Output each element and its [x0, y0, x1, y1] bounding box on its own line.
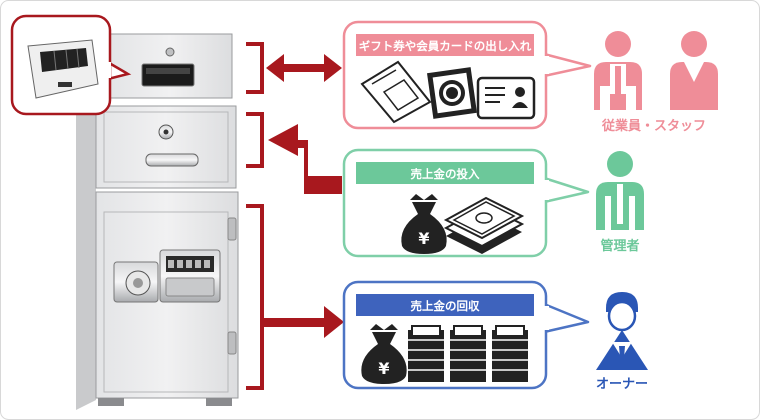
bubble-deposit-title-bar: [356, 162, 534, 184]
bubble-collect-title-bar: [356, 294, 534, 316]
middle-drawer-handle: [145, 153, 199, 167]
bubble-gift-title-bar: [356, 34, 534, 56]
bubble-deposit-title: 売上金の投入: [411, 167, 480, 181]
bracket-lower: [246, 204, 264, 390]
drawer-inset: [10, 14, 132, 116]
bubble-gift-title: ギフト券や会員カードの出し入れ: [359, 39, 532, 53]
owner-label: オーナー: [596, 377, 648, 392]
middle-drawer-panel: [103, 111, 229, 183]
safe: [76, 32, 239, 410]
hinge-bottom: [227, 331, 237, 355]
manager-label: 管理者: [600, 238, 639, 254]
owner-person-icon: [596, 292, 648, 370]
top-slot-handle: [141, 63, 195, 87]
inset-tray: [40, 48, 88, 72]
middle-drawer: [95, 105, 237, 189]
svg-text:¥: ¥: [418, 229, 429, 248]
bubble-collect-title: 売上金の回収: [411, 299, 480, 313]
banknote-stacks-icon: [408, 325, 528, 382]
top-slot-inner: [146, 68, 190, 74]
inset-drawer-handle: [58, 82, 72, 87]
safe-foot-left: [98, 398, 124, 406]
keypad-handle: [165, 277, 215, 297]
staff-person-icon: [670, 31, 718, 110]
safe-side: [76, 108, 96, 410]
bubble-collect: 売上金の回収 ¥: [342, 280, 590, 390]
manager-person-icon: [596, 151, 644, 230]
gift-voucher-icon: [360, 60, 432, 124]
double-arrow-gift: [266, 54, 342, 82]
arrow-deposit: [268, 124, 342, 194]
bubble-deposit: 売上金の投入 ¥: [342, 148, 590, 258]
member-card-icon: [476, 76, 536, 120]
top-keyhole: [165, 47, 175, 57]
hinge-top: [227, 217, 237, 241]
gift-card-icon: [427, 67, 477, 119]
safe-foot-right: [206, 398, 232, 406]
bracket-top: [246, 42, 264, 94]
arrow-collect: [262, 306, 344, 338]
bubble-gift: ギフト券や会員カードの出し入れ: [342, 20, 592, 130]
bracket-middle: [246, 112, 264, 168]
staff-label: 従業員・スタッフ: [601, 118, 706, 134]
staff-person-icon: [594, 31, 642, 110]
banknote-stack-icon: [443, 196, 525, 254]
lower-door-panel: [103, 211, 229, 393]
owner-figure: オーナー: [596, 292, 648, 392]
money-bag-icon: ¥: [361, 324, 407, 384]
staff-figures: 従業員・スタッフ: [594, 31, 718, 134]
svg-text:¥: ¥: [378, 359, 389, 378]
manager-figure: 管理者: [596, 151, 644, 254]
arrows: [246, 42, 344, 390]
money-bag-icon: ¥: [401, 194, 447, 254]
